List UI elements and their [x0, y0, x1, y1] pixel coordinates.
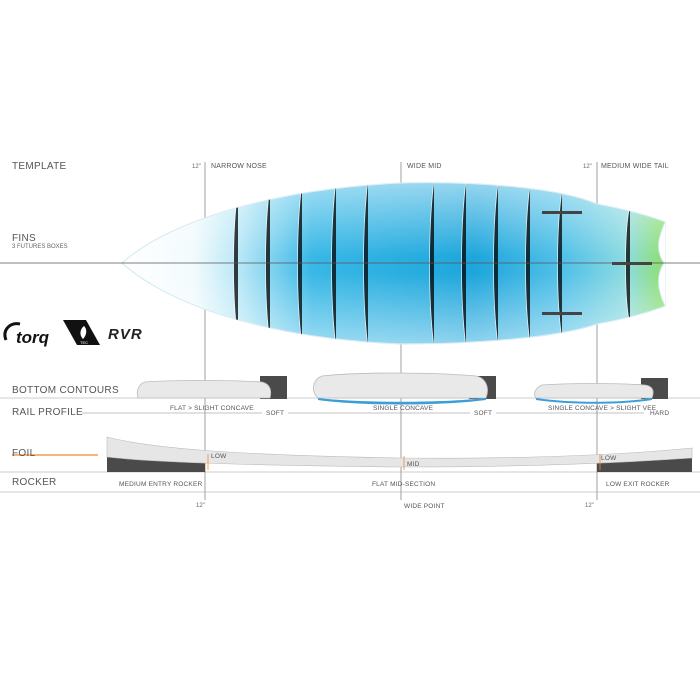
fin-right	[542, 312, 582, 315]
bottom-nose-measure: 12"	[196, 503, 205, 509]
foil-nose-label: LOW	[211, 453, 227, 460]
foil-mid-label: MID	[407, 461, 420, 468]
tail-measure-label: 12"	[583, 164, 592, 170]
wide-mid-label: WIDE MID	[407, 163, 442, 170]
tec-logo: TEC	[63, 320, 100, 345]
svg-text:RVR: RVR	[108, 326, 143, 343]
rocker-mid-label: FLAT MID-SECTION	[372, 481, 436, 488]
foil-section-label: FOIL	[12, 448, 36, 459]
rail-tail-label: HARD	[650, 410, 670, 417]
fins-section-label: FINS	[12, 233, 36, 244]
foil-profile	[106, 436, 693, 472]
template-section-label: TEMPLATE	[12, 161, 67, 172]
fin-left	[542, 211, 582, 214]
medium-wide-tail-label: MEDIUM WIDE TAIL	[601, 163, 669, 170]
bottom-tail-measure: 12"	[585, 503, 594, 509]
rvr-logo: RVR	[108, 326, 143, 343]
rocker-tail-label: LOW EXIT ROCKER	[606, 481, 670, 488]
rocker-section-label: ROCKER	[12, 477, 57, 488]
fins-sub-label: 3 FUTURES BOXES	[12, 244, 68, 250]
contour-tail-label: SINGLE CONCAVE > SLIGHT VEE	[548, 405, 657, 412]
foil-tail-label: LOW	[601, 455, 617, 462]
fin-center	[612, 262, 652, 265]
narrow-nose-label: NARROW NOSE	[211, 163, 267, 170]
rail-profile-section-label: RAIL PROFILE	[12, 407, 84, 418]
board-template	[121, 182, 666, 345]
rocker-nose-label: MEDIUM ENTRY ROCKER	[119, 481, 203, 488]
svg-text:TEC: TEC	[80, 340, 88, 345]
bottom-contour-mid	[313, 372, 496, 405]
nose-measure-label: 12"	[192, 164, 201, 170]
bottom-contours-section-label: BOTTOM CONTOURS	[12, 385, 119, 396]
svg-text:torq: torq	[16, 328, 50, 347]
wide-point-label: WIDE POINT	[404, 503, 445, 510]
torq-logo: torq	[3, 322, 50, 347]
rail-nose-label: SOFT	[266, 410, 285, 417]
contour-nose-label: FLAT > SLIGHT CONCAVE	[170, 405, 254, 412]
rail-mid-label: SOFT	[474, 410, 493, 417]
bottom-contour-nose	[136, 376, 287, 399]
bottom-contour-tail	[534, 378, 668, 404]
contour-mid-label: SINGLE CONCAVE	[373, 405, 434, 412]
